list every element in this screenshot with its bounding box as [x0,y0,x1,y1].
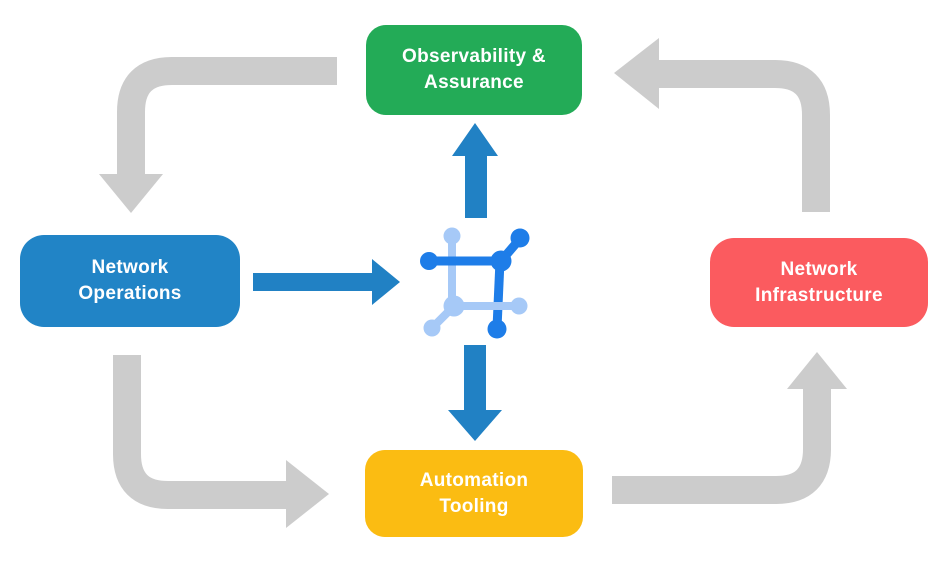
arrow-operations-to-icon [253,259,400,305]
node-automation-tooling: Automation Tooling [365,450,583,537]
label-line: Network [91,257,169,278]
label-line: Tooling [439,495,509,517]
label-line: Automation [419,469,529,491]
arrow-infrastructure-to-observability [614,38,830,212]
label-line: Assurance [424,72,524,93]
label-line: Observability & [402,46,546,67]
label-line: Operations [78,283,182,304]
node-observability-assurance: Observability & Assurance [366,25,582,115]
label-line: Infrastructure [755,284,883,306]
arrow-operations-to-automation [113,355,329,528]
arrow-automation-to-infrastructure [612,352,847,504]
node-automation-label: Automation Tooling [420,468,529,520]
node-observability-label: Observability & Assurance [402,44,546,96]
label-line: Network [780,258,858,280]
node-network-infrastructure: Network Infrastructure [710,238,928,327]
network-mesh-icon [420,227,530,339]
node-network-operations: Network Operations [20,235,240,327]
arrow-icon-to-automation [448,345,502,441]
node-operations-label: Network Operations [78,255,181,307]
arrow-observability-to-operations [99,57,337,213]
arrow-icon-to-observability [452,123,498,218]
node-infrastructure-label: Network Infrastructure [755,257,883,309]
